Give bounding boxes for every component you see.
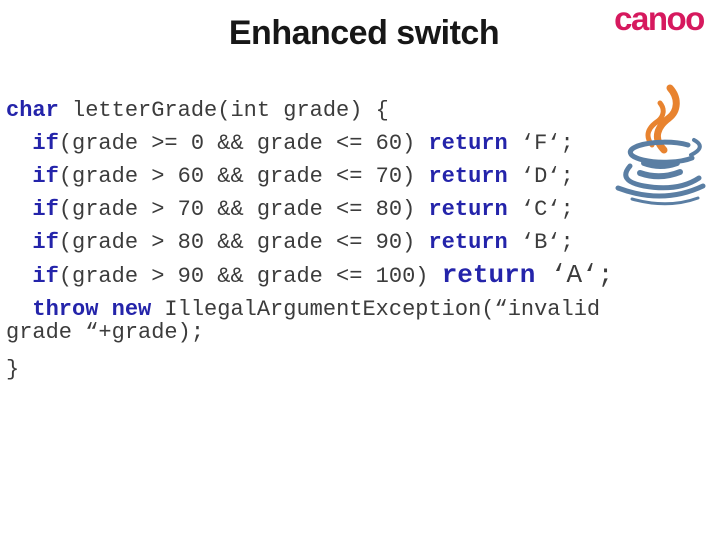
code-text	[98, 297, 111, 322]
code-keyword: return	[428, 197, 508, 222]
code-line: if(grade > 70 && grade <= 80) return ‘C‘…	[6, 193, 666, 226]
code-text: (grade >= 0 && grade <= 60)	[58, 131, 429, 156]
code-line: if(grade > 80 && grade <= 90) return ‘B‘…	[6, 226, 666, 259]
slide-title: Enhanced switch	[228, 14, 500, 52]
code-text	[6, 230, 32, 255]
code-text	[6, 131, 32, 156]
code-keyword: if	[32, 164, 59, 189]
code-text: ‘B‘;	[507, 230, 574, 255]
code-line: if(grade > 60 && grade <= 70) return ‘D‘…	[6, 160, 666, 193]
code-text: ‘F‘;	[507, 131, 574, 156]
code-line: if(grade > 90 && grade <= 100) return ‘A…	[6, 259, 666, 292]
code-text: grade “+grade);	[6, 320, 205, 345]
code-text: (grade > 70 && grade <= 80)	[58, 197, 429, 222]
code-block: char letterGrade(int grade) { if(grade >…	[6, 94, 666, 386]
code-text	[6, 197, 32, 222]
code-text: letterGrade(int grade) {	[58, 98, 389, 123]
code-keyword: if	[32, 131, 59, 156]
code-text: ‘D‘;	[507, 164, 574, 189]
code-line: }	[6, 353, 666, 386]
code-text	[6, 264, 32, 289]
code-keyword: if	[32, 264, 59, 289]
code-keyword: char	[6, 98, 59, 123]
code-keyword: return	[441, 260, 536, 290]
code-text: (grade > 80 && grade <= 90)	[58, 230, 429, 255]
java-logo-icon	[615, 84, 706, 206]
canoo-logo: canoo	[614, 0, 705, 37]
code-text: ‘C‘;	[507, 197, 574, 222]
code-text: (grade > 90 && grade <= 100)	[58, 264, 442, 289]
code-keyword: return	[428, 131, 508, 156]
code-keyword: new	[111, 297, 152, 322]
code-line: if(grade >= 0 && grade <= 60) return ‘F‘…	[6, 127, 666, 160]
code-keyword: if	[32, 197, 59, 222]
code-keyword: return	[428, 230, 508, 255]
code-keyword: if	[32, 230, 59, 255]
code-text: ‘A‘;	[535, 260, 614, 290]
code-text: IllegalArgumentException(“invalid	[151, 297, 601, 322]
code-text: }	[6, 357, 20, 382]
code-keyword: throw	[32, 297, 99, 322]
code-text	[6, 164, 32, 189]
code-line: throw new IllegalArgumentException(“inva…	[6, 298, 666, 321]
code-keyword: return	[428, 164, 508, 189]
code-line: char letterGrade(int grade) {	[6, 94, 666, 127]
code-text	[6, 297, 32, 322]
code-line: grade “+grade);	[6, 321, 666, 344]
code-text: (grade > 60 && grade <= 70)	[58, 164, 429, 189]
